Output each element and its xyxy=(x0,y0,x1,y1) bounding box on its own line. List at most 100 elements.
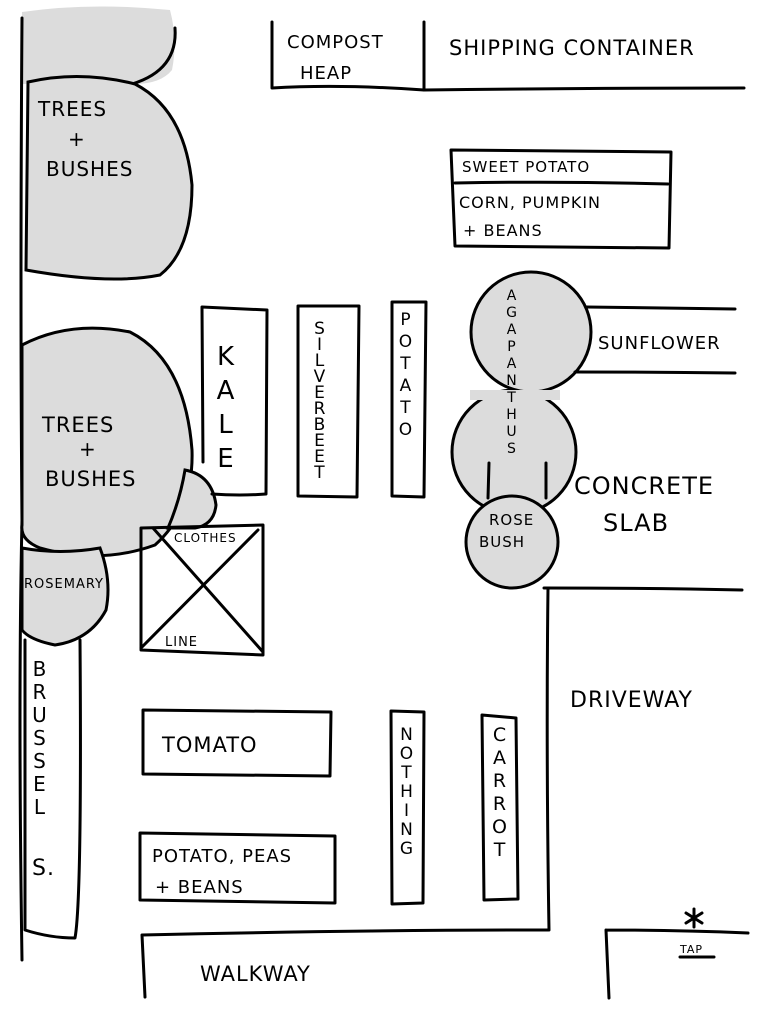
tomato-bed xyxy=(141,708,333,778)
brussels-bed xyxy=(23,638,82,940)
rosemary-label: ROSEMARY xyxy=(24,577,104,592)
brussels-letter: S xyxy=(33,726,47,750)
corn-line1: CORN, PUMPKIN xyxy=(459,193,601,212)
nothing-letter: N xyxy=(400,725,414,745)
silverbeet-letter: V xyxy=(314,367,327,387)
silverbeet-letter: T xyxy=(313,463,325,483)
walkway-label: WALKWAY xyxy=(200,962,311,986)
nothing-letter: N xyxy=(400,820,414,840)
agapanthus-letter: U xyxy=(506,424,517,440)
silverbeet-letter: B xyxy=(314,415,327,435)
clothes-label: CLOTHES xyxy=(174,531,237,545)
trees-top-line3: BUSHES xyxy=(46,157,133,181)
walkway-border xyxy=(140,928,550,999)
potato-letter: O xyxy=(399,420,413,440)
brussels-letter: U xyxy=(32,703,48,727)
nothing-letter: H xyxy=(400,782,414,802)
sweet-potato-label: SWEET POTATO xyxy=(462,158,590,176)
brussels-suffix: S. xyxy=(32,856,55,881)
carrot-letter: C xyxy=(493,724,507,746)
silverbeet-letter: E xyxy=(314,431,326,451)
carrot-letter: R xyxy=(493,770,507,792)
brussels-letter: L xyxy=(34,795,46,819)
brussels-letter: S xyxy=(33,749,47,773)
rose-line1: ROSE xyxy=(489,511,534,529)
brussels-letter: R xyxy=(33,680,48,704)
potato-peas-line2: + BEANS xyxy=(155,877,244,898)
vertical-labels: KALESILVERBEETPOTATOAGAPANTHUSBRUSSELNOT… xyxy=(32,288,518,861)
brussels-letter: E xyxy=(33,772,47,796)
line-label: LINE xyxy=(165,635,198,650)
carrot-letter: T xyxy=(493,839,507,861)
silverbeet-letter: I xyxy=(317,335,323,355)
silverbeet-letter: L xyxy=(315,351,325,371)
potato-peas-bed xyxy=(138,831,337,905)
agapanthus-letter: A xyxy=(507,356,518,372)
carrot-letter: R xyxy=(493,793,507,815)
kale-bed xyxy=(200,305,269,497)
shipping-container-label: SHIPPING CONTAINER xyxy=(449,36,695,60)
silverbeet-letter: S xyxy=(314,319,326,339)
compost-line2: HEAP xyxy=(300,63,352,84)
trees-top-line2: + xyxy=(68,127,86,151)
asterisk-icon xyxy=(684,907,704,929)
tomato-label: TOMATO xyxy=(161,733,258,757)
nothing-letter: I xyxy=(404,801,410,821)
kale-letter: E xyxy=(217,444,234,474)
tap-label: TAP xyxy=(679,943,703,956)
potato-peas-line1: POTATO, PEAS xyxy=(152,846,292,867)
corn-line2: + BEANS xyxy=(463,221,543,240)
silverbeet-letter: R xyxy=(314,399,327,419)
silverbeet-letter: E xyxy=(314,447,326,467)
nothing-letter: T xyxy=(400,763,412,783)
compost-heap-box xyxy=(270,20,426,92)
potato-letter: A xyxy=(400,376,413,396)
potato-letter: T xyxy=(399,398,411,418)
nothing-bed xyxy=(389,709,426,906)
trees-bushes-middle xyxy=(20,326,218,558)
concrete-line1: CONCRETE xyxy=(574,472,714,500)
agapanthus-letter: G xyxy=(506,305,518,321)
potato-letter: T xyxy=(399,354,411,374)
carrot-letter: O xyxy=(492,816,508,838)
trees-mid-line1: TREES xyxy=(41,413,114,437)
kale-letter: A xyxy=(217,376,236,406)
rose-bush xyxy=(464,494,560,590)
agapanthus-letter: A xyxy=(507,322,518,338)
sweet-potato-corn-bed xyxy=(449,148,673,250)
silverbeet-bed xyxy=(296,304,361,499)
agapanthus-letter: P xyxy=(507,339,516,355)
sunflower-bed xyxy=(573,305,737,375)
carrot-letter: A xyxy=(493,747,507,769)
clothes-line xyxy=(139,523,265,657)
shipping-container-line xyxy=(422,86,746,92)
agapanthus-letter: T xyxy=(506,390,517,406)
agapanthus-bushes xyxy=(450,270,593,516)
concrete-line2: SLAB xyxy=(603,509,669,537)
agapanthus-letter: N xyxy=(506,373,517,389)
trees-top-line1: TREES xyxy=(37,97,107,121)
rose-line2: BUSH xyxy=(479,533,525,551)
agapanthus-letter: S xyxy=(507,441,517,457)
agapanthus-letter: H xyxy=(506,407,518,423)
trees-mid-line3: BUSHES xyxy=(45,467,137,491)
driveway-edge xyxy=(545,586,551,932)
compost-line1: COMPOST xyxy=(287,32,384,53)
agapanthus-letter: A xyxy=(507,288,518,304)
nothing-letter: O xyxy=(400,744,414,764)
driveway-label: DRIVEWAY xyxy=(570,688,693,713)
rosemary-bush xyxy=(20,546,110,647)
silverbeet-letter: E xyxy=(314,383,326,403)
potato-letter: O xyxy=(399,332,413,352)
sunflower-label: SUNFLOWER xyxy=(598,333,721,354)
brussels-letter: B xyxy=(33,657,48,681)
trees-mid-line2: + xyxy=(79,437,97,461)
trees-bushes-top xyxy=(22,6,194,281)
potato-bed xyxy=(390,300,428,499)
slab-edge xyxy=(542,586,744,592)
nothing-letter: G xyxy=(400,839,414,859)
potato-letter: P xyxy=(400,310,411,330)
carrot-bed xyxy=(480,713,520,902)
kale-letter: L xyxy=(218,410,234,440)
